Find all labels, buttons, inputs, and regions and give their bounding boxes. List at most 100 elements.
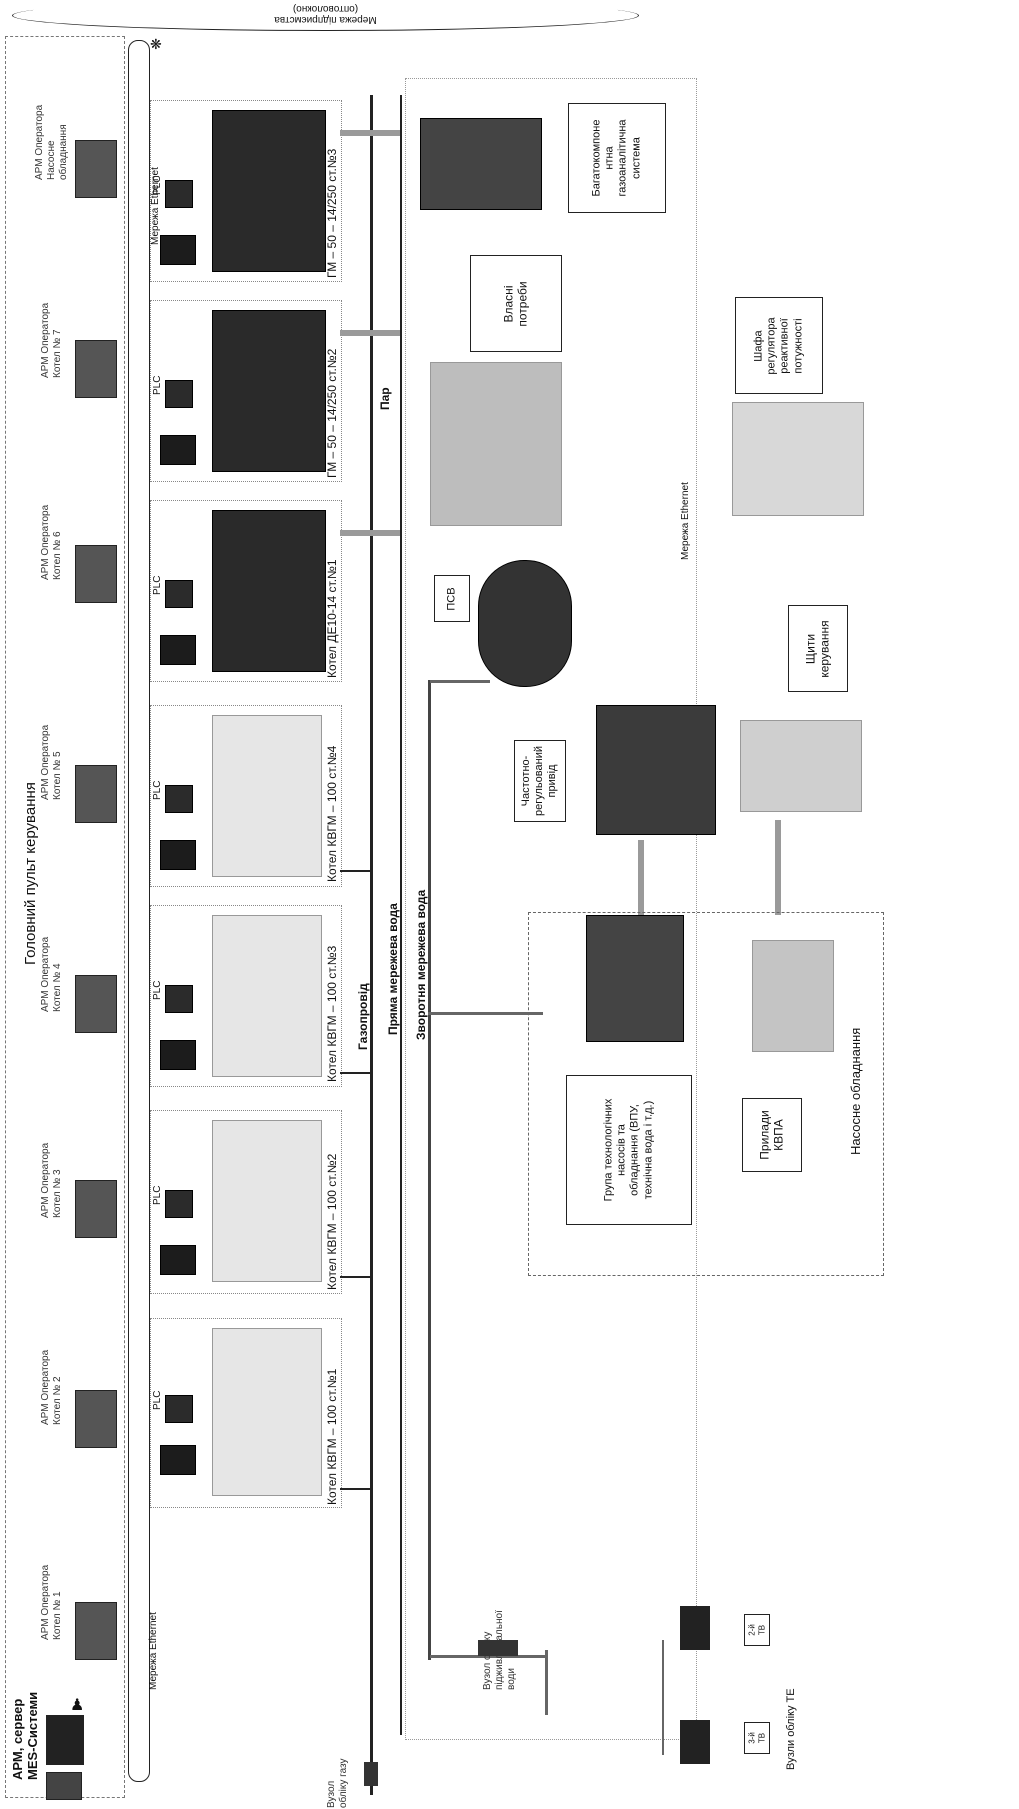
plc-1-label: PLC — [152, 1390, 163, 1410]
reactive-power-cabinet-photo — [732, 402, 864, 516]
operator-station-3-computer — [75, 1180, 117, 1238]
boiler-4-schematic — [212, 715, 322, 877]
te-meter-1-icon — [680, 1720, 710, 1764]
psv-link — [430, 680, 490, 683]
plc-6-module — [165, 380, 193, 408]
boiler-5-steam-link — [340, 530, 400, 536]
boiler-panel-5 — [150, 500, 342, 682]
pump-equipment-frame — [528, 912, 884, 1276]
boiler-row-link-1 — [340, 1488, 372, 1490]
plc-4-controller — [160, 840, 196, 870]
boiler-panel-7 — [150, 100, 342, 282]
psv-box: ПСВ — [434, 575, 470, 622]
enterprise-network-sublabel: (оптоволокно) — [292, 3, 359, 14]
boiler-1-label: Котел КВГМ – 100 ст.№1 — [325, 1368, 339, 1505]
makeup-water-horizontal — [430, 1655, 548, 1658]
boiler-3-label: Котел КВГМ – 100 ст.№3 — [325, 945, 339, 1082]
vfd-photo — [596, 705, 716, 835]
own-needs-photo — [430, 362, 562, 526]
plc-5-controller — [160, 635, 196, 665]
pump-equipment-label: Насосне обладнання — [848, 1027, 863, 1155]
boiler-panel-4 — [150, 705, 342, 887]
boiler-5-label: Котел ДЕ10-14 ст.№1 — [325, 559, 339, 678]
plc-2-module — [165, 1190, 193, 1218]
enterprise-network-ellipse: Мережа підприємства (оптоволокно) — [12, 0, 639, 31]
forward-water-label: Пряма мережева вода — [386, 903, 400, 1035]
arm-server-computer — [46, 1715, 84, 1765]
psv-heat-exchanger — [478, 560, 572, 687]
operator-station-1-computer — [75, 1602, 117, 1660]
return-water-to-pumps — [428, 1012, 543, 1015]
operator-station-6-computer — [75, 545, 117, 603]
vfd-pump-arrow — [638, 840, 644, 915]
boiler-row-link-4 — [340, 870, 372, 872]
gas-pipeline — [370, 95, 373, 1795]
plc-5-module — [165, 580, 193, 608]
plc-2-controller — [160, 1245, 196, 1275]
plc-4-label: PLC — [152, 780, 163, 800]
main-title: Головний пульт керування — [22, 782, 39, 965]
boiler-7-label: ГМ – 50 – 14/250 ст.№3 — [325, 148, 339, 278]
operator-station-5-computer — [75, 765, 117, 823]
energy-network-frame — [405, 78, 697, 1740]
operator-station-2-computer — [75, 1390, 117, 1448]
boiler-4-label: Котел КВГМ – 100 ст.№4 — [325, 745, 339, 882]
boiler-6-steam-link — [340, 330, 400, 336]
operator-station-4-computer — [75, 975, 117, 1033]
makeup-water-valve-icon — [478, 1640, 518, 1656]
ethernet-bus — [128, 40, 150, 1782]
makeup-water-pipe — [545, 1650, 548, 1715]
plc-2-label: PLC — [152, 1185, 163, 1205]
te-meter-pipe — [662, 1640, 664, 1755]
plc-4-module — [165, 785, 193, 813]
boiler-panel-2 — [150, 1110, 342, 1294]
gas-meter-valve-icon — [364, 1762, 378, 1786]
network-star-icon: ❋ — [150, 36, 162, 52]
plc-3-controller — [160, 1040, 196, 1070]
te-meter-2-icon — [680, 1606, 710, 1650]
boiler-panel-6 — [150, 300, 342, 482]
forward-water-pipeline — [400, 95, 402, 1735]
return-water-pipeline — [428, 680, 431, 1660]
ethernet-label-bottom: Мережа Ethernet — [148, 1612, 159, 1690]
boiler-row-link-2 — [340, 1276, 372, 1278]
gas-pipeline-label: Газопровід — [356, 983, 370, 1050]
boiler-7-scada — [212, 110, 326, 272]
boiler-7-steam-link — [340, 130, 400, 136]
plc-1-controller — [160, 1445, 196, 1475]
energy-network-label: Мережа Ethernet — [680, 482, 691, 560]
pump-photo-1 — [586, 915, 684, 1042]
boiler-1-schematic — [212, 1328, 322, 1496]
boiler-2-label: Котел КВГМ – 100 ст.№2 — [325, 1153, 339, 1290]
kvpa-instruments-photo — [752, 940, 834, 1052]
plc-1-module — [165, 1395, 193, 1423]
boiler-2-schematic — [212, 1120, 322, 1282]
gas-analysis-photo — [420, 118, 542, 210]
panels-pump-arrow — [775, 820, 781, 915]
plc-7-module — [165, 180, 193, 208]
enterprise-network-label: Мережа підприємства — [274, 14, 377, 25]
boiler-panel-1 — [150, 1318, 342, 1508]
operator-station-7-computer — [75, 340, 117, 398]
arm-server-label: АРМ, сервер MES-Системи — [10, 1691, 40, 1780]
plc-5-label: PLC — [152, 575, 163, 595]
plc-3-label: PLC — [152, 980, 163, 1000]
steam-label: Пар — [378, 387, 392, 410]
boiler-6-scada — [212, 310, 326, 472]
plc-6-controller — [160, 435, 196, 465]
